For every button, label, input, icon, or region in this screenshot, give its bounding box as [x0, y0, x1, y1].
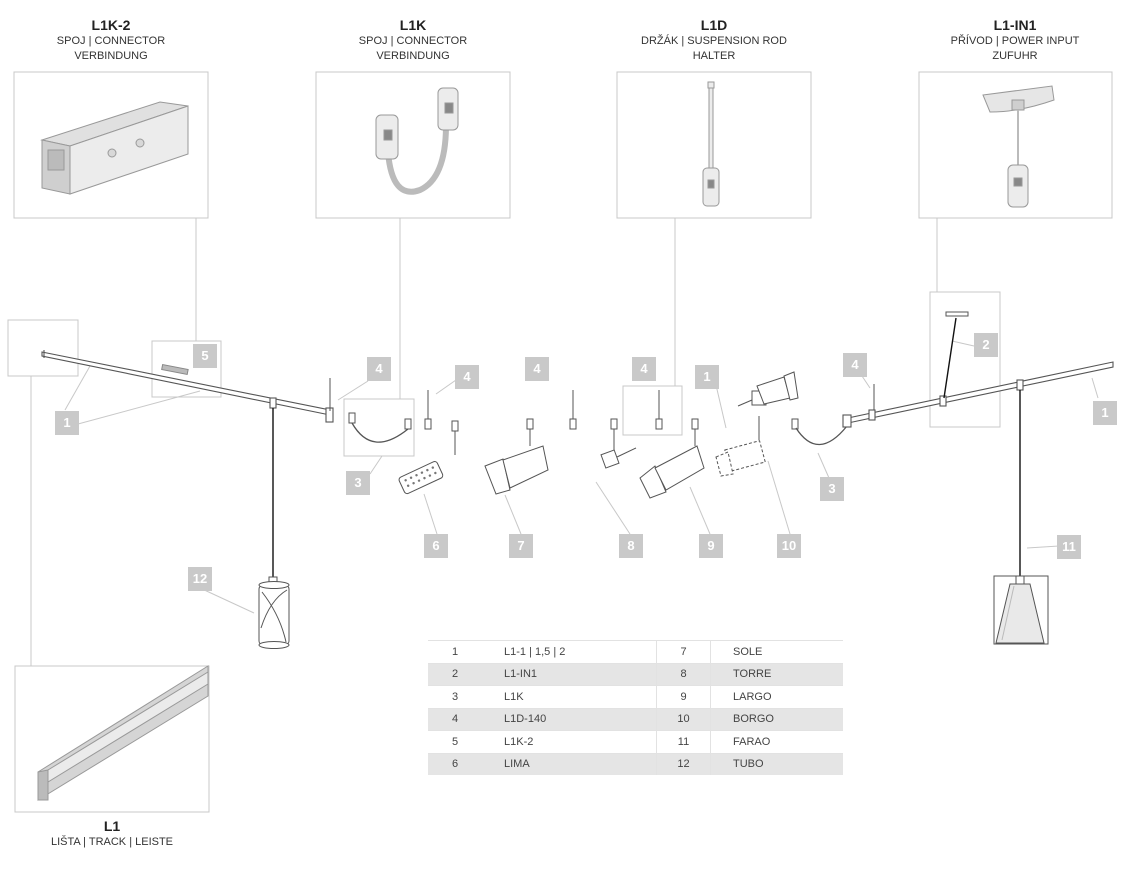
- part-name: SOLE: [710, 640, 843, 663]
- callout-badge: 1: [695, 365, 719, 389]
- part-number: 7: [656, 640, 711, 663]
- part-number: 3: [428, 685, 482, 708]
- part-number: 1: [428, 640, 482, 663]
- part-name: L1-IN1: [482, 662, 657, 686]
- part-name: TORRE: [710, 662, 843, 686]
- photo-l1k2-connector: [40, 101, 189, 195]
- header-line1: SPOJ | CONNECTOR: [56, 35, 166, 47]
- table-row: 5 L1K-2 11 FARAO: [428, 730, 843, 753]
- part-name: LIMA: [482, 752, 657, 775]
- header-line1: SPOJ | CONNECTOR: [358, 35, 468, 47]
- callout-badge: 3: [346, 471, 370, 495]
- header-line2: ZUFUHR: [992, 50, 1038, 62]
- photo-frame-l1k: [315, 71, 511, 219]
- part-name: LARGO: [710, 685, 843, 708]
- callout-badge: 1: [1093, 401, 1117, 425]
- sole-spot: [484, 418, 549, 495]
- part-name: FARAO: [710, 730, 843, 753]
- farao-pendant: [993, 575, 1049, 645]
- callout-badge: 4: [843, 353, 867, 377]
- photo-l1k-connector: [375, 87, 459, 195]
- part-name: L1K-2: [482, 730, 657, 753]
- callout-badge: 2: [974, 333, 998, 357]
- callout-badge: 4: [367, 357, 391, 381]
- table-row: 3 L1K 9 LARGO: [428, 685, 843, 708]
- part-number: 4: [428, 707, 482, 731]
- parts-table: 1 L1-1 | 1,5 | 2 7 SOLE 2 L1-IN1 8 TORRE…: [428, 640, 843, 775]
- header-code: L1D: [700, 17, 728, 33]
- header-l1in1: L1-IN1 PŘÍVOD | POWER INPUT ZUFUHR: [905, 17, 1125, 64]
- header-line2: VERBINDUNG: [376, 50, 450, 62]
- header-line1: PŘÍVOD | POWER INPUT: [950, 35, 1080, 47]
- photo-l1in1-power: [982, 85, 1055, 208]
- callout-badge: 4: [525, 357, 549, 381]
- header-line2: VERBINDUNG: [74, 50, 148, 62]
- part-number: 2: [428, 662, 482, 686]
- table-row: 6 LIMA 12 TUBO: [428, 752, 843, 775]
- header-l1k: L1K SPOJ | CONNECTOR VERBINDUNG: [303, 17, 523, 64]
- largo-spot: [639, 418, 705, 499]
- track-line1: LIŠTA | TRACK | LEISTE: [50, 836, 174, 848]
- callout-badge: 4: [455, 365, 479, 389]
- header-code: L1K-2: [91, 17, 131, 33]
- borgo-spot: [715, 371, 799, 477]
- callout-badge: 10: [777, 534, 801, 558]
- track-code: L1: [103, 818, 121, 834]
- part-number: 12: [656, 752, 711, 775]
- callout-badge: 9: [699, 534, 723, 558]
- header-l1k2: L1K-2 SPOJ | CONNECTOR VERBINDUNG: [1, 17, 221, 64]
- part-name: L1D-140: [482, 707, 657, 731]
- photo-frame-l1d: [616, 71, 812, 219]
- header-line1: DRŽÁK | SUSPENSION ROD: [641, 35, 787, 47]
- photo-l1d-rod: [702, 81, 720, 207]
- part-number: 10: [656, 707, 711, 731]
- callout-badge: 5: [193, 344, 217, 368]
- part-number: 5: [428, 730, 482, 753]
- part-number: 8: [656, 662, 711, 686]
- callout-badge: 11: [1057, 535, 1081, 559]
- photo-frame-l1k2: [13, 71, 209, 219]
- callout-badge: 4: [632, 357, 656, 381]
- table-row: 1 L1-1 | 1,5 | 2 7 SOLE: [428, 640, 843, 663]
- label-l1-track: L1 LIŠTA | TRACK | LEISTE: [2, 818, 222, 850]
- part-number: 11: [656, 730, 711, 753]
- header-code: L1-IN1: [993, 17, 1037, 33]
- part-number: 9: [656, 685, 711, 708]
- part-name: L1-1 | 1,5 | 2: [482, 640, 657, 663]
- tubo-pendant: [258, 576, 290, 649]
- table-row: 4 L1D-140 10 BORGO: [428, 707, 843, 731]
- lima-spot: [398, 420, 459, 495]
- part-name: BORGO: [710, 707, 843, 731]
- torre-spot: [600, 418, 637, 469]
- callout-badge: 3: [820, 477, 844, 501]
- photo-l1-track: [37, 665, 209, 801]
- photo-frame-l1: [14, 665, 210, 813]
- part-number: 6: [428, 752, 482, 775]
- photo-frame-l1in1: [918, 71, 1113, 219]
- header-l1d: L1D DRŽÁK | SUSPENSION ROD HALTER: [604, 17, 824, 64]
- part-name: TUBO: [710, 752, 843, 775]
- part-name: L1K: [482, 685, 657, 708]
- callout-badge: 8: [619, 534, 643, 558]
- parts-table-body: 1 L1-1 | 1,5 | 2 7 SOLE 2 L1-IN1 8 TORRE…: [428, 640, 843, 775]
- callout-badge: 1: [55, 411, 79, 435]
- header-line2: HALTER: [692, 50, 736, 62]
- header-code: L1K: [399, 17, 427, 33]
- table-row: 2 L1-IN1 8 TORRE: [428, 662, 843, 686]
- callout-badge: 12: [188, 567, 212, 591]
- callout-badge: 7: [509, 534, 533, 558]
- callout-badge: 6: [424, 534, 448, 558]
